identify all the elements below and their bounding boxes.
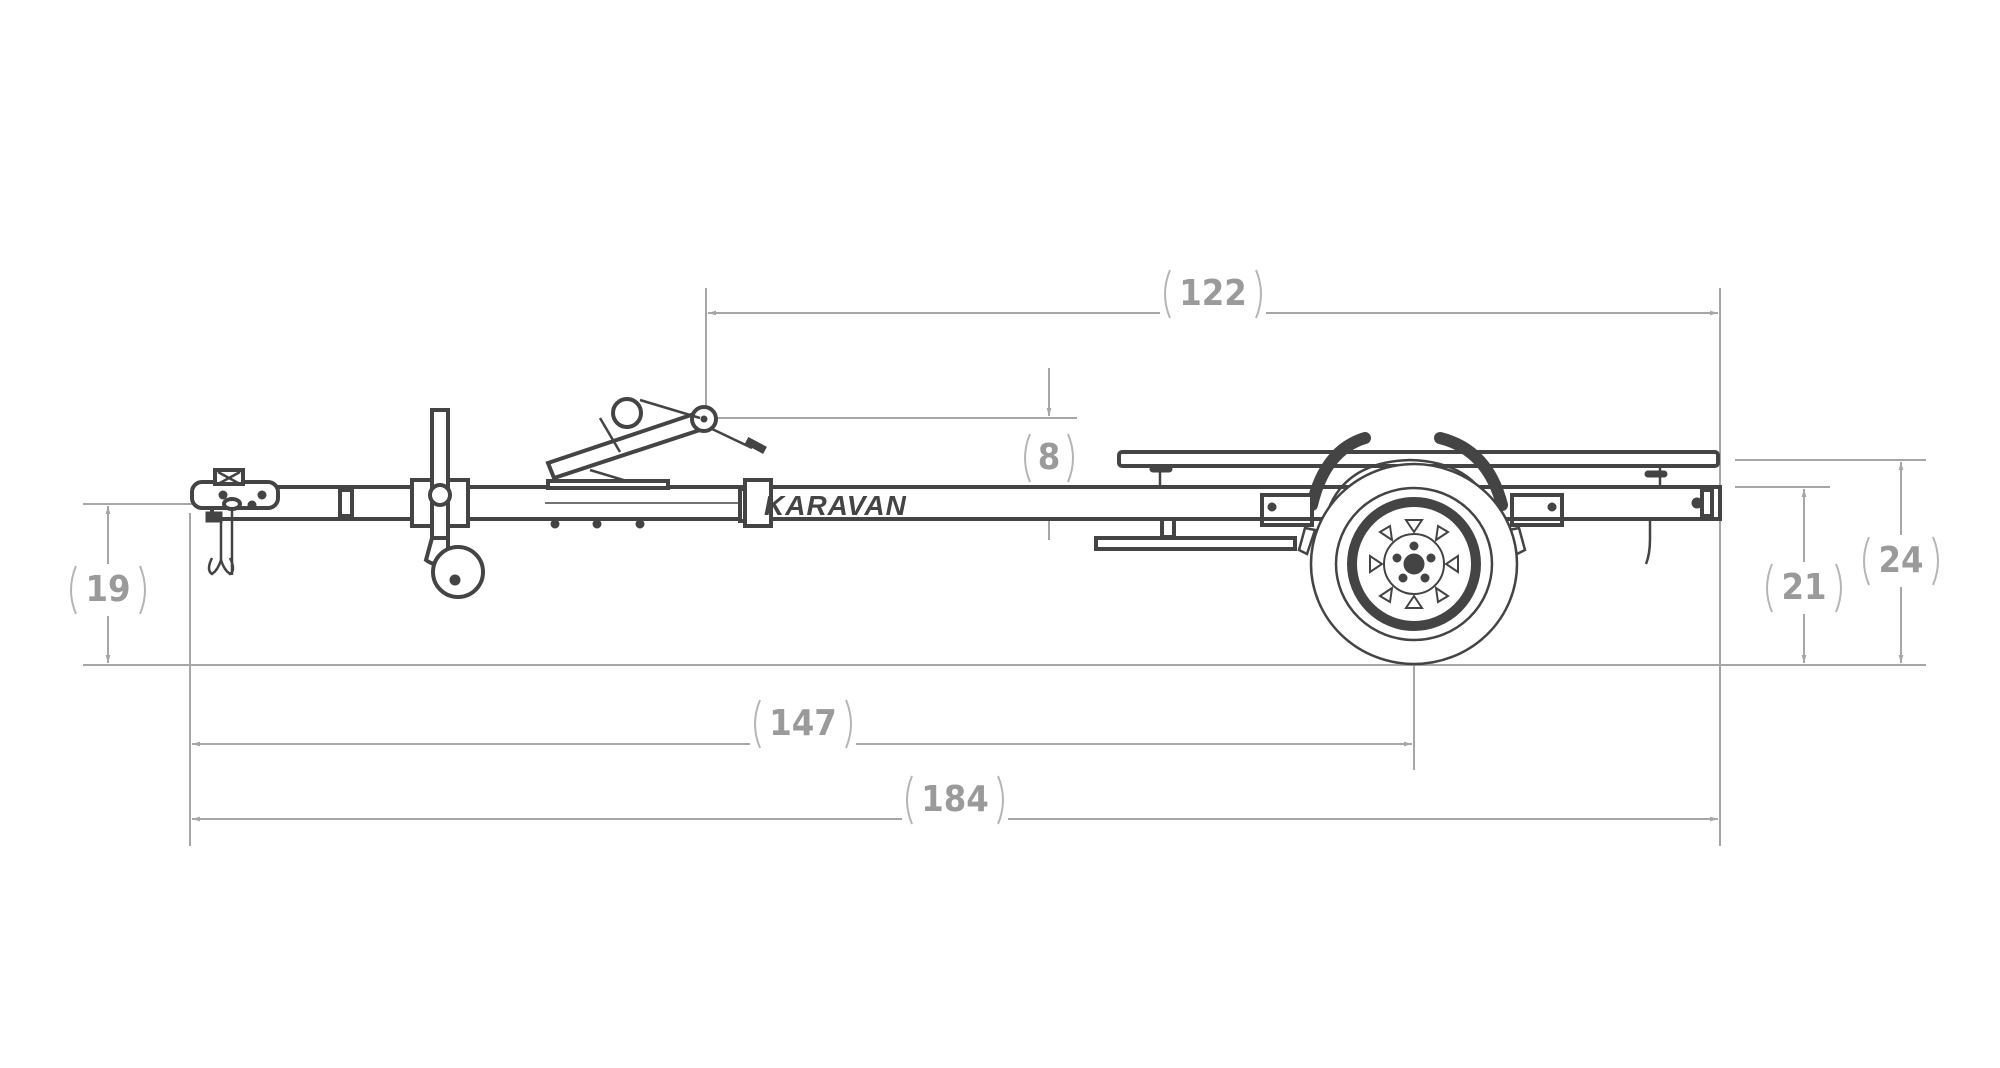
karavan-logo: KARAVAN <box>764 490 907 521</box>
dimension-value: 147 <box>769 703 837 744</box>
dimension-value: 21 <box>1781 567 1826 608</box>
tongue-jack <box>410 408 485 599</box>
dimension-value: 19 <box>85 569 130 610</box>
winch-stand <box>545 397 767 490</box>
side-rail <box>1094 536 1297 551</box>
frame-bracket <box>743 478 773 528</box>
hub <box>1403 553 1425 575</box>
coupler <box>190 468 280 576</box>
trailer: KARAVAN <box>190 397 1722 666</box>
fender-rear <box>1434 432 1508 511</box>
rim <box>1347 497 1481 631</box>
dimension-labels: 122 8 19 21 24 147 1 <box>66 269 1943 825</box>
dimension-value: 184 <box>921 779 989 820</box>
label-21: 21 <box>1762 562 1846 614</box>
wheel <box>1309 462 1519 666</box>
label-8: 8 <box>1022 432 1076 486</box>
dimension-value: 122 <box>1179 273 1247 314</box>
label-19: 19 <box>66 564 150 616</box>
dimension-value: 24 <box>1878 540 1923 581</box>
label-24: 24 <box>1859 535 1943 587</box>
label-122: 122 <box>1160 269 1266 319</box>
dimension-lines <box>83 288 1926 846</box>
label-147: 147 <box>750 699 856 749</box>
dimension-value: 8 <box>1038 437 1061 478</box>
label-184: 184 <box>902 775 1008 825</box>
fender-front <box>1306 432 1371 511</box>
